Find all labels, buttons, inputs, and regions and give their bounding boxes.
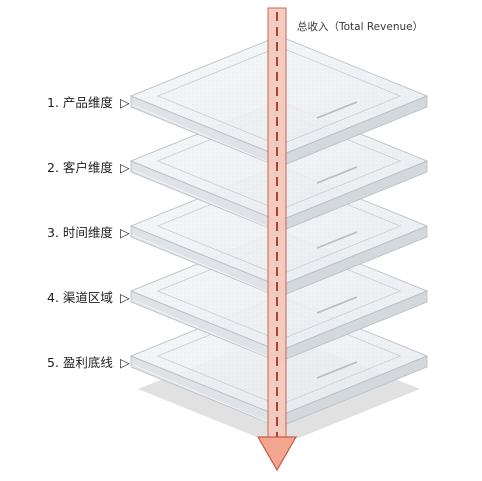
pointer-icon: ▷ — [120, 355, 130, 370]
plate-rim-highlight — [132, 169, 276, 231]
axis-label: 总收入（Total Revenue） — [297, 20, 423, 33]
plate-slot — [316, 101, 358, 119]
pointer-icon: ▷ — [120, 160, 130, 175]
arrow-head — [256, 436, 298, 472]
plate-slot — [316, 166, 358, 184]
layer-label-1: 1. 产品维度 — [47, 95, 113, 110]
layer-label-5: 5. 盈利底线 — [47, 355, 113, 370]
revenue-arrow — [256, 7, 298, 472]
plate-slot — [316, 231, 358, 249]
pointer-icon: ▷ — [120, 95, 130, 110]
plate-slot — [316, 361, 358, 379]
plate-rim-highlight — [132, 364, 276, 426]
layer-label-4: 4. 渠道区域 — [47, 290, 113, 305]
layer-label-3: 3. 时间维度 — [47, 225, 113, 240]
plate-rim-highlight — [132, 299, 276, 361]
pointer-icon: ▷ — [120, 225, 130, 240]
plate-rim-highlight — [132, 234, 276, 296]
plate-inner-frame — [156, 46, 402, 146]
pointer-icon: ▷ — [120, 290, 130, 305]
plate-slot — [316, 296, 358, 314]
plate-rim-highlight — [132, 104, 276, 166]
layer-label-2: 2. 客户维度 — [47, 160, 113, 175]
